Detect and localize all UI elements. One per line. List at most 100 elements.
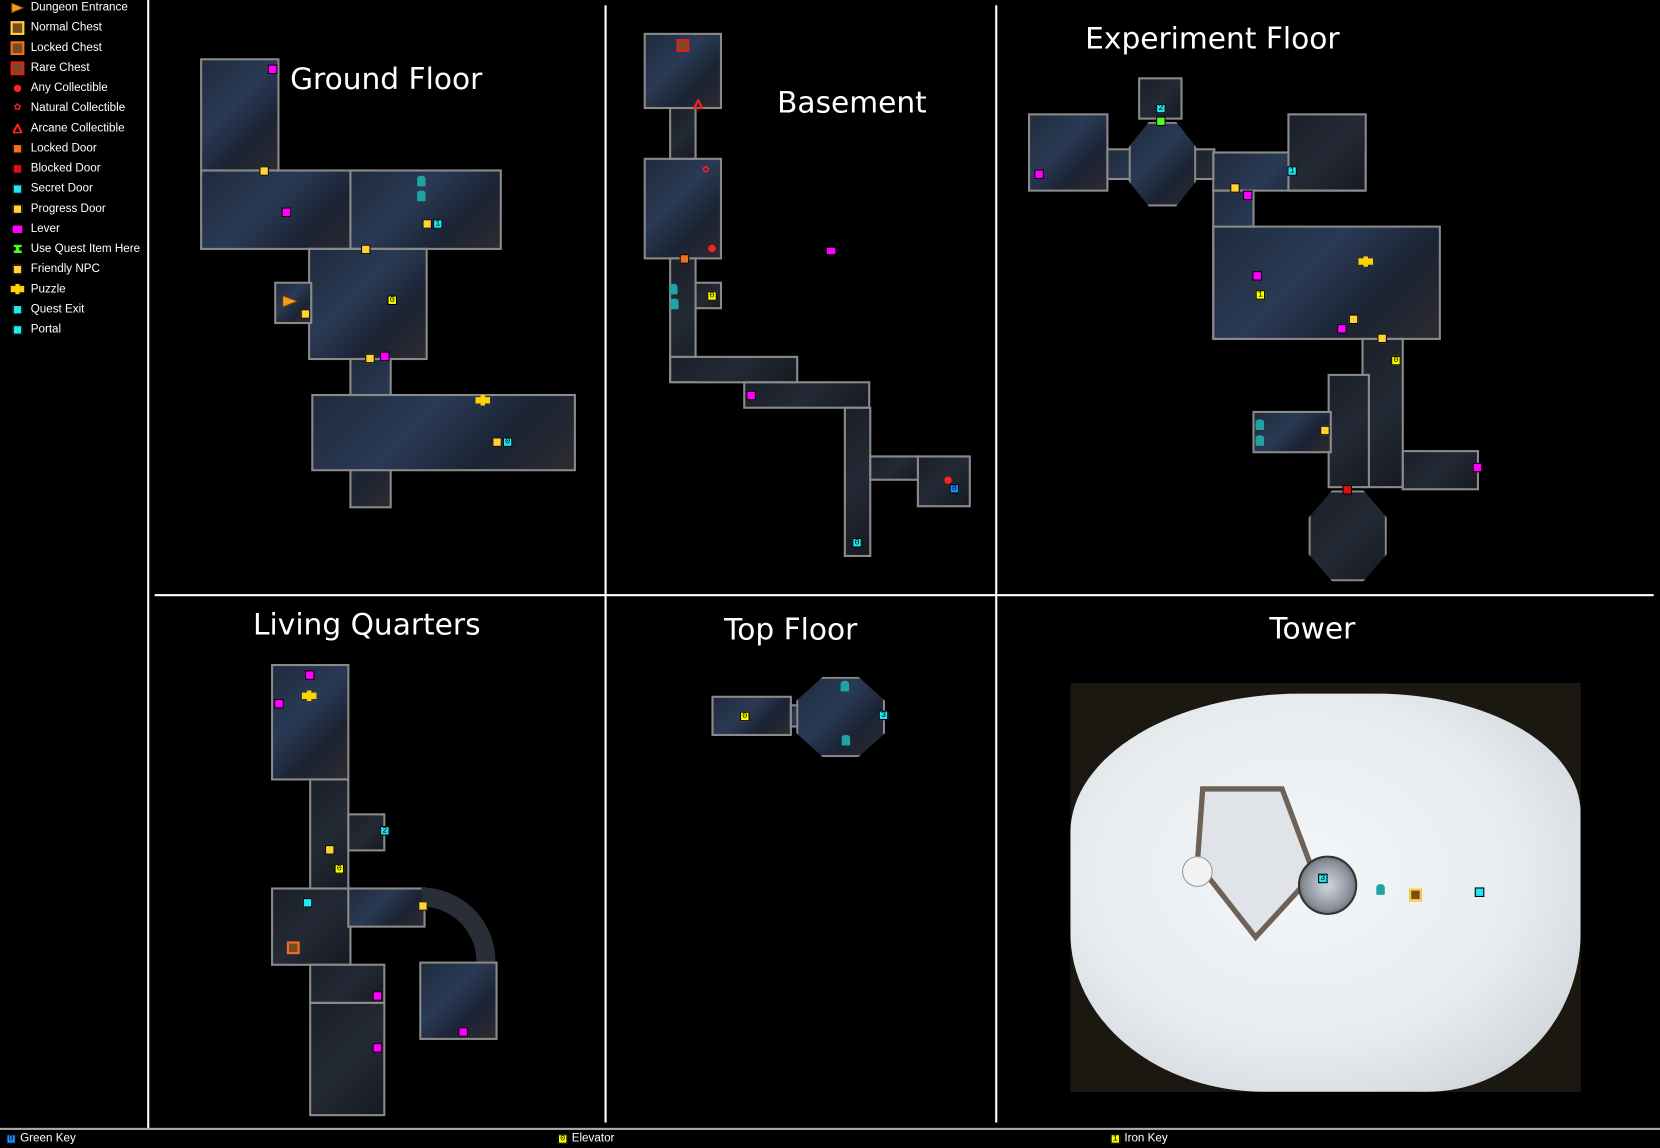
section-title: Ground Floor [290, 61, 483, 97]
room [308, 247, 428, 361]
legend-item-progress-door: Progress Door [11, 199, 106, 218]
portal-pillar-icon [1255, 419, 1265, 430]
legend-item-any-collectible: Any Collectible [11, 78, 108, 97]
room [711, 695, 792, 737]
progress-door-marker [418, 901, 428, 911]
octagon-room [1308, 490, 1387, 582]
elevator-marker: 0 [707, 291, 717, 301]
room [869, 455, 921, 481]
legend-label: Lever [30, 222, 60, 236]
room [419, 961, 498, 1040]
use-quest-item-icon [11, 242, 25, 256]
natural-collectible-icon: ✿ [701, 165, 710, 176]
progress-door-marker [1230, 183, 1240, 193]
secret-door-marker: 2 [380, 826, 390, 836]
legend-item-dungeon-entrance: Dungeon Entrance [11, 0, 128, 17]
any-collectible-icon [708, 244, 716, 253]
elevator-marker: 0 [740, 711, 750, 722]
legend-label: Locked Door [30, 141, 97, 155]
panel-divider-left [604, 5, 607, 1123]
secret-door-marker: 0 [852, 537, 862, 548]
quest-exit-icon [11, 302, 25, 316]
portal-pillar-icon [670, 298, 679, 310]
legend-label: Arcane Collectible [30, 121, 125, 135]
progress-door-marker [1348, 314, 1359, 325]
lever-marker [1252, 271, 1262, 281]
rare-chest-icon [676, 39, 690, 52]
secret-door-marker: 1 [1287, 166, 1297, 176]
locked-chest-icon [10, 40, 25, 55]
octagon-room [1128, 121, 1197, 207]
iron-key-icon: 1 [1110, 1133, 1121, 1144]
legend-label: Use Quest Item Here [30, 242, 141, 256]
legend-label: Blocked Door [30, 162, 101, 175]
legend-label: Friendly NPC [30, 262, 100, 276]
footer-label: Elevator [571, 1132, 615, 1145]
room [200, 58, 280, 175]
room [743, 381, 871, 409]
lever-marker [380, 351, 390, 362]
lever-marker [304, 670, 315, 680]
legend-item-lever: Lever [11, 219, 60, 238]
room [669, 355, 799, 384]
room [347, 887, 426, 928]
tower-exterior-map: 3 [1070, 683, 1581, 1092]
lever-marker [458, 1027, 468, 1037]
room [916, 455, 971, 508]
lever-marker [1337, 324, 1347, 334]
curved-corridor [421, 887, 496, 964]
portal-pillar-icon [1255, 435, 1265, 446]
room [1401, 450, 1480, 491]
green-key-marker: 0 [949, 483, 960, 494]
section-title: Tower [1269, 611, 1356, 646]
legend-label: Locked Chest [30, 41, 102, 55]
portal-pillar-icon [840, 680, 850, 692]
normal-chest-icon [10, 20, 25, 35]
room [311, 393, 576, 472]
room [347, 813, 386, 852]
legend-item-quest-exit: Quest Exit [11, 300, 85, 319]
arcane-collectible-icon [693, 99, 703, 110]
puzzle-icon [1358, 256, 1374, 267]
room [200, 169, 370, 250]
elevator-marker: 0 [1391, 355, 1401, 366]
panel-divider-horizontal [154, 594, 1654, 597]
legend-item-secret-door: Secret Door [11, 179, 93, 198]
elevator-marker: 0 [334, 864, 345, 874]
legend-item-arcane-collectible: Arcane Collectible [11, 119, 125, 138]
tower-rooftop [1297, 855, 1358, 915]
progress-door-marker [361, 244, 371, 255]
fortress-walls [1182, 786, 1317, 942]
lever-icon [11, 222, 25, 236]
normal-chest-icon [1409, 888, 1422, 902]
room [1252, 410, 1332, 454]
progress-door-marker [1377, 333, 1387, 344]
use-quest-item-marker [1156, 116, 1166, 127]
legend-item-use-quest-item: Use Quest Item Here [11, 239, 141, 258]
legend-item-blocked-door: Blocked Door [11, 159, 101, 178]
room [271, 663, 350, 781]
section-title: Basement [777, 84, 927, 120]
portal-pillar-icon [841, 734, 851, 746]
legend-divider [147, 0, 150, 1129]
lever-marker [1472, 462, 1483, 473]
dungeon-entrance-icon [282, 294, 299, 308]
locked-chest-icon [286, 941, 300, 955]
legend-item-natural-collectible: ✿ Natural Collectible [11, 98, 126, 117]
secret-door-marker: 1 [433, 219, 443, 229]
secret-door-icon [11, 182, 25, 196]
portal-icon [11, 322, 25, 336]
blocked-door-marker [1342, 485, 1352, 495]
friendly-npc-icon [11, 262, 25, 276]
room [643, 157, 723, 260]
room [1287, 113, 1367, 192]
progress-door-marker [422, 219, 432, 229]
footer-green-key: 0 Green Key [6, 1131, 76, 1146]
progress-door-marker [492, 437, 502, 447]
elevator-icon: 0 [557, 1133, 568, 1144]
legend-item-locked-chest: Locked Chest [10, 38, 102, 57]
secret-door-marker: 3 [1318, 873, 1328, 884]
section-title: Experiment Floor [1085, 21, 1340, 57]
panel-divider-right [995, 5, 998, 1123]
lever-marker [1242, 190, 1253, 201]
